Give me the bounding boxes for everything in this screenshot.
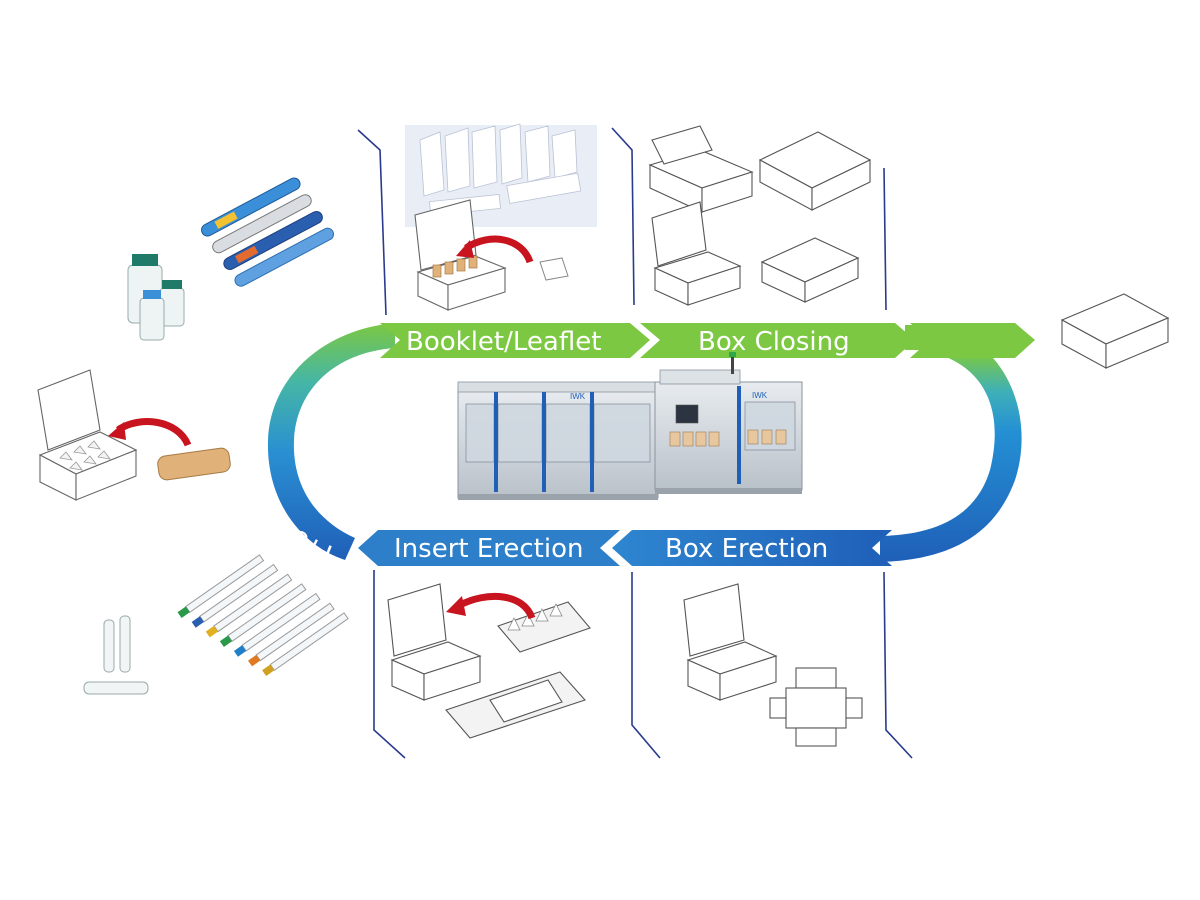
machine-brand-left: IWK [570,392,586,401]
leaflets-photo [405,123,597,227]
leaflet-red-arrow [464,235,534,264]
stage-dividers [357,127,913,759]
stage-label-box-erection: Box Erection [665,534,828,564]
right-return-arc [880,325,1022,562]
box-closing-illustrations [648,125,872,306]
carton-with-tray-image [37,369,138,501]
ampoules-image [83,615,149,695]
leaflet-red-arrowhead [456,240,474,258]
left-return-arc [267,323,395,560]
syringes-image [177,554,349,677]
stage-label-insert-erection: Insert Erection [394,534,583,564]
box-closing-chevron [640,323,915,358]
cartoning-machine: IWK IWK [457,352,803,500]
stage-label-box-closing: Box Closing [698,327,850,357]
closed-carton-output [1060,293,1170,369]
cartridge-image [157,447,231,481]
leaflet-sheet [539,257,569,281]
box-erection-chevron [612,530,892,566]
insert-red-arrow [456,592,536,620]
stage-label-booklet-leaflet: Booklet/Leaflet [406,327,601,357]
insert-red-arrowhead [446,596,466,616]
booklet-leaflet-chevron [380,323,650,358]
box-erection-illustrations [683,583,863,747]
insert-erection-illustrations [387,583,591,739]
insert-erection-chevron [358,530,620,566]
insulin-pens-image [201,177,335,287]
vials-image [127,254,185,341]
output-chevron [910,323,1035,358]
insertion-red-arrow [116,418,192,447]
machine-brand-right: IWK [752,391,768,400]
insertion-red-arrowhead [108,422,126,440]
